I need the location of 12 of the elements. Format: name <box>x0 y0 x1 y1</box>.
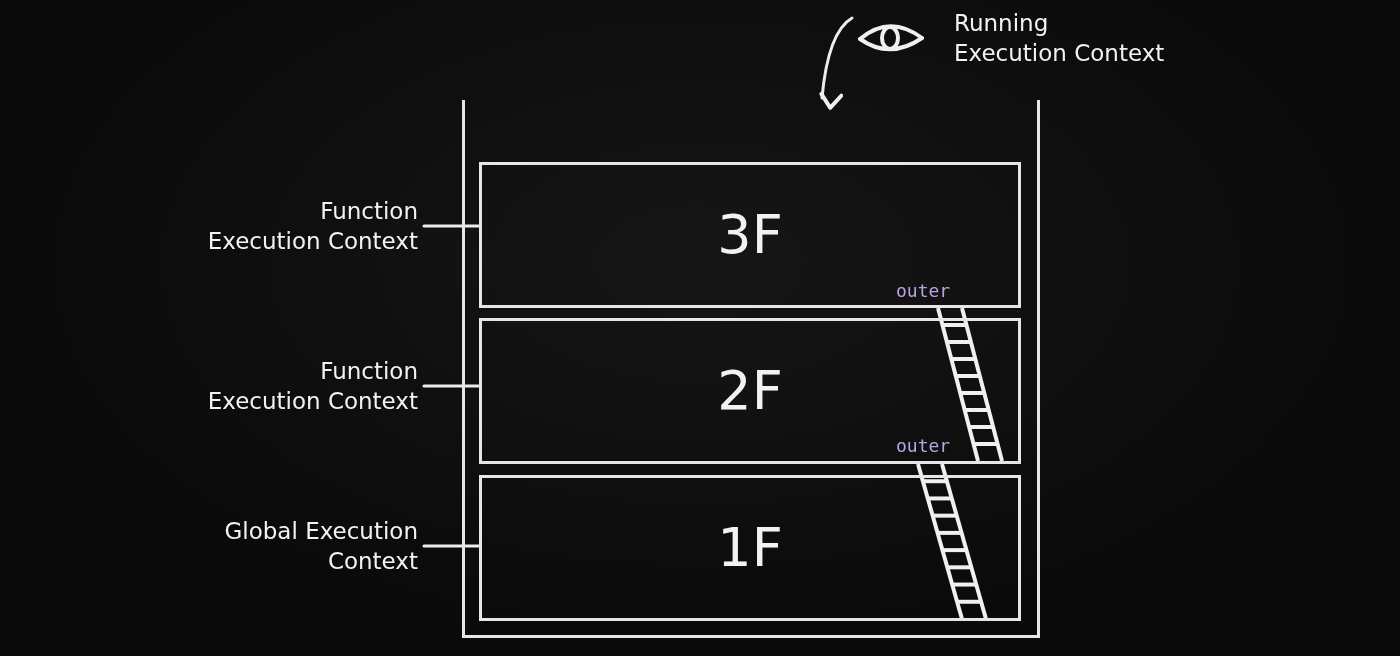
context-label: Global Execution Context <box>204 516 418 576</box>
leader-line <box>422 224 481 228</box>
floor-box: 1F <box>479 475 1021 621</box>
leader-line <box>422 384 481 388</box>
leader-line <box>422 544 481 548</box>
context-label: Function Execution Context <box>204 196 418 256</box>
outer-tag: outer <box>896 282 951 300</box>
context-label: Function Execution Context <box>204 356 418 416</box>
leader-line <box>819 16 854 110</box>
stack-container <box>462 100 1040 638</box>
context-label: Running Execution Context <box>954 9 1166 68</box>
outer-tag: outer <box>896 437 951 455</box>
